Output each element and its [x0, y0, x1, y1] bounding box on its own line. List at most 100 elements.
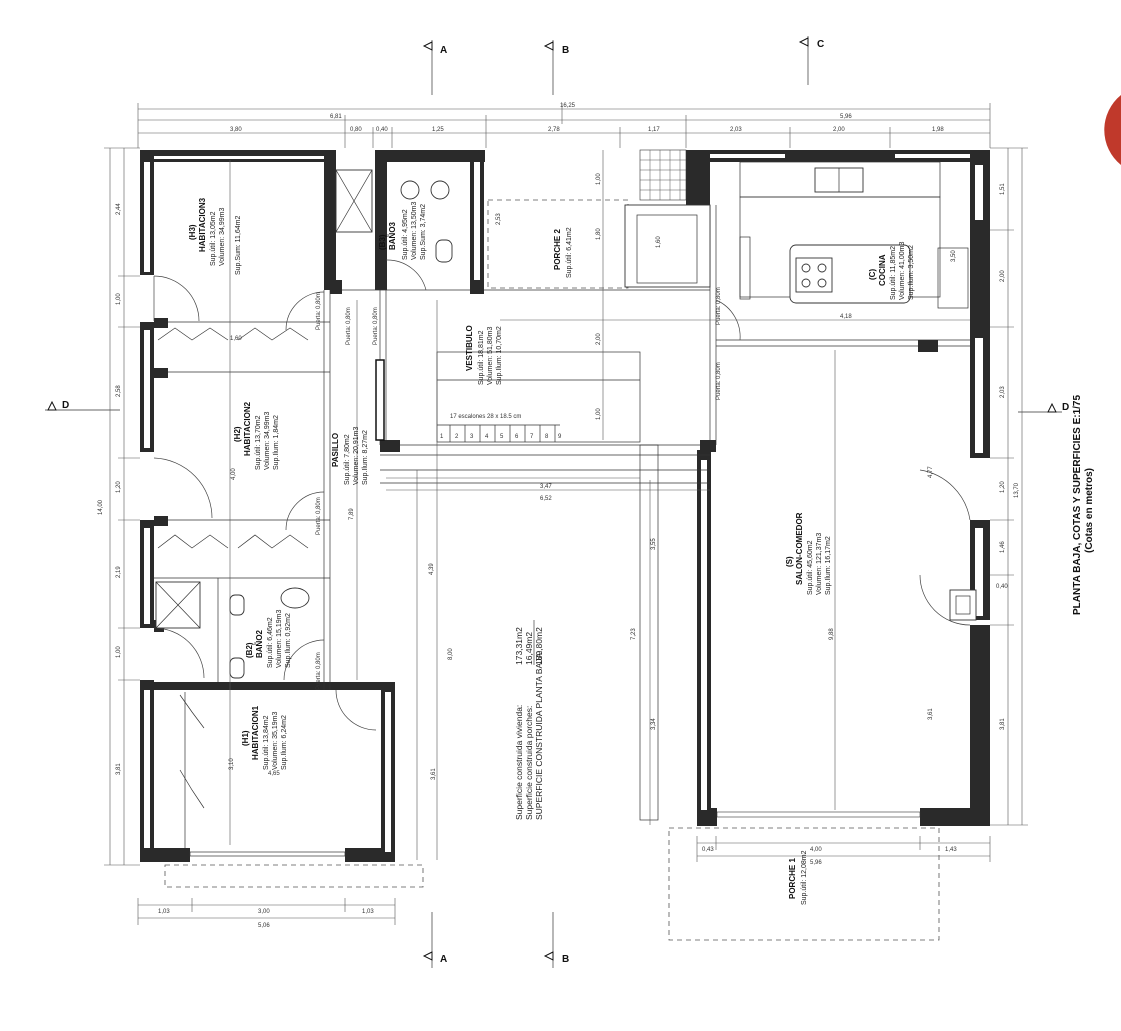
room-label-b2: (B2) BAÑO2 Sup.útil: 6,46m2 Volumen: 15,… [245, 610, 292, 668]
svg-text:(B2): (B2) [245, 642, 254, 658]
svg-text:7,23: 7,23 [631, 628, 637, 640]
svg-text:13,70: 13,70 [1014, 482, 1020, 498]
svg-text:5,96: 5,96 [810, 860, 822, 866]
svg-text:1,03: 1,03 [362, 909, 374, 915]
room-label-h3-usable: Sup.Sum: 11,64m2 [235, 215, 242, 275]
svg-text:0,40: 0,40 [376, 127, 388, 133]
svg-text:7,89: 7,89 [349, 508, 355, 520]
svg-text:1,17: 1,17 [648, 127, 660, 133]
interior-walls [154, 205, 970, 690]
dimensions-right: 13,70 1,51 2,00 2,03 1,20 1,46 3,81 [990, 147, 1028, 826]
svg-text:1,46: 1,46 [1000, 541, 1006, 553]
svg-text:Sup.Ilum: 3,50m2: Sup.Ilum: 3,50m2 [908, 245, 915, 300]
svg-text:HABITACION3: HABITACION3 [198, 197, 207, 252]
accent-logo-circle [1104, 95, 1121, 165]
bidet-icon [229, 657, 245, 679]
svg-text:Puerta: 0,80m: Puerta: 0,80m [316, 292, 322, 330]
svg-text:3,55: 3,55 [651, 538, 657, 550]
svg-text:3,34: 3,34 [651, 718, 657, 730]
svg-text:1,00: 1,00 [596, 173, 602, 185]
svg-text:9: 9 [558, 434, 562, 440]
svg-text:Sup.útil: 6,41m2: Sup.útil: 6,41m2 [566, 227, 573, 278]
svg-text:SALON-COMEDOR: SALON-COMEDOR [795, 512, 804, 585]
svg-text:6,52: 6,52 [540, 496, 552, 502]
svg-text:D: D [62, 400, 69, 411]
svg-text:3,47: 3,47 [540, 484, 552, 490]
svg-text:4,00: 4,00 [810, 847, 822, 853]
svg-text:Volumen: 34,99m3: Volumen: 34,99m3 [219, 208, 226, 266]
svg-text:1,00: 1,00 [596, 408, 602, 420]
stairs-label: 17 escalones 28 x 18.5 cm [450, 414, 521, 420]
svg-text:Puerta: 0,80m: Puerta: 0,80m [316, 497, 322, 535]
svg-text:Superficie construida vivienda: Superficie construida vivienda: [514, 705, 524, 820]
fireplace-icon [624, 204, 711, 288]
exterior-walls [140, 150, 990, 862]
svg-text:2,03: 2,03 [730, 127, 742, 133]
svg-text:3,61: 3,61 [431, 768, 437, 780]
porch-1-left-outline [164, 864, 424, 888]
svg-text:Volumen: 20,91m3: Volumen: 20,91m3 [353, 427, 360, 485]
svg-text:BAÑO3: BAÑO3 [388, 221, 397, 250]
svg-text:6: 6 [515, 434, 519, 440]
section-marker-c-top: C [798, 36, 824, 85]
door-tags: Puerta: 0,80m Puerta: 0,80m Puerta: 0,80… [316, 287, 722, 690]
svg-text:Puerta: 0,80m: Puerta: 0,80m [716, 362, 722, 400]
svg-text:Sup.Sum: 3,74m2: Sup.Sum: 3,74m2 [420, 204, 427, 260]
svg-text:4,00: 4,00 [231, 468, 237, 480]
bath-3-fixtures [335, 169, 453, 263]
svg-text:Volumen: 15,19m3: Volumen: 15,19m3 [276, 610, 283, 668]
svg-text:Sup.útil: 45,60m2: Sup.útil: 45,60m2 [807, 540, 814, 595]
svg-text:Volumen: 121,37m3: Volumen: 121,37m3 [816, 533, 823, 595]
svg-text:3,80: 3,80 [230, 127, 242, 133]
svg-text:Sup.Sum: 11,64m2: Sup.Sum: 11,64m2 [235, 215, 242, 275]
room-label-h1: (H1) HABITACION1 Sup.útil: 13,84m2 Volum… [241, 705, 288, 770]
svg-text:(C): (C) [868, 269, 877, 280]
svg-text:2,00: 2,00 [596, 333, 602, 345]
svg-text:Puerta: 0,80m: Puerta: 0,80m [316, 652, 322, 690]
svg-text:4,65: 4,65 [268, 771, 280, 777]
svg-text:Puerta: 0,80m: Puerta: 0,80m [346, 307, 352, 345]
room-label-salon: (S) SALON-COMEDOR Sup.útil: 45,60m2 Volu… [785, 512, 832, 595]
svg-text:COCINA: COCINA [878, 254, 887, 286]
svg-text:0,80: 0,80 [350, 127, 362, 133]
closets [157, 327, 309, 848]
svg-text:4,77: 4,77 [928, 466, 934, 478]
toilet-icon [435, 239, 453, 263]
svg-text:14,00: 14,00 [98, 499, 104, 515]
svg-text:Sup.útil: 6,46m2: Sup.útil: 6,46m2 [267, 617, 274, 668]
svg-text:2,78: 2,78 [548, 127, 560, 133]
dimensions-bottom: 1,03 3,00 1,03 5,06 0,43 4,00 1,43 5,96 [137, 836, 991, 929]
svg-text:4,39: 4,39 [429, 563, 435, 575]
svg-text:3: 3 [470, 434, 474, 440]
svg-text:Puerta: 0,80m: Puerta: 0,80m [373, 307, 379, 345]
svg-text:0,43: 0,43 [702, 847, 714, 853]
room-label-porch-1: PORCHE 1 Sup.útil: 12,08m2 [788, 850, 808, 905]
svg-text:1,98: 1,98 [932, 127, 944, 133]
svg-text:Volumen: 34,99m3: Volumen: 34,99m3 [264, 412, 271, 470]
svg-text:1,00: 1,00 [116, 293, 122, 305]
svg-text:3,00: 3,00 [258, 909, 270, 915]
svg-text:(H1): (H1) [241, 730, 250, 746]
svg-text:BAÑO2: BAÑO2 [255, 629, 264, 658]
svg-text:SUPERFICIE CONSTRUIDA PLANTA B: SUPERFICIE CONSTRUIDA PLANTA BAJA: [534, 651, 544, 820]
svg-text:A: A [440, 954, 447, 965]
svg-text:Sup.Ilum: 10,70m2: Sup.Ilum: 10,70m2 [496, 326, 503, 385]
svg-text:HABITACION2: HABITACION2 [243, 401, 252, 456]
svg-text:6,81: 6,81 [330, 114, 342, 120]
svg-text:5,06: 5,06 [258, 923, 270, 929]
svg-text:1,00: 1,00 [116, 646, 122, 658]
svg-text:(S): (S) [785, 556, 794, 567]
svg-text:2,19: 2,19 [116, 566, 122, 578]
svg-text:D: D [1062, 402, 1069, 413]
area-summary: Superficie construida vivienda: Superfic… [514, 620, 544, 820]
svg-text:1,60: 1,60 [656, 236, 662, 248]
inner-dimensions: 4,00 7,89 4,39 8,00 9,88 7,23 3,55 3,34 … [229, 150, 1008, 860]
svg-text:1,43: 1,43 [945, 847, 957, 853]
svg-text:B: B [562, 45, 569, 56]
svg-text:Puerta: 0,80m: Puerta: 0,80m [716, 287, 722, 325]
toilet-icon [229, 594, 245, 616]
svg-text:8: 8 [545, 434, 549, 440]
svg-text:Sup.Ilum: 16,17m2: Sup.Ilum: 16,17m2 [825, 536, 832, 595]
svg-text:2,00: 2,00 [833, 127, 845, 133]
